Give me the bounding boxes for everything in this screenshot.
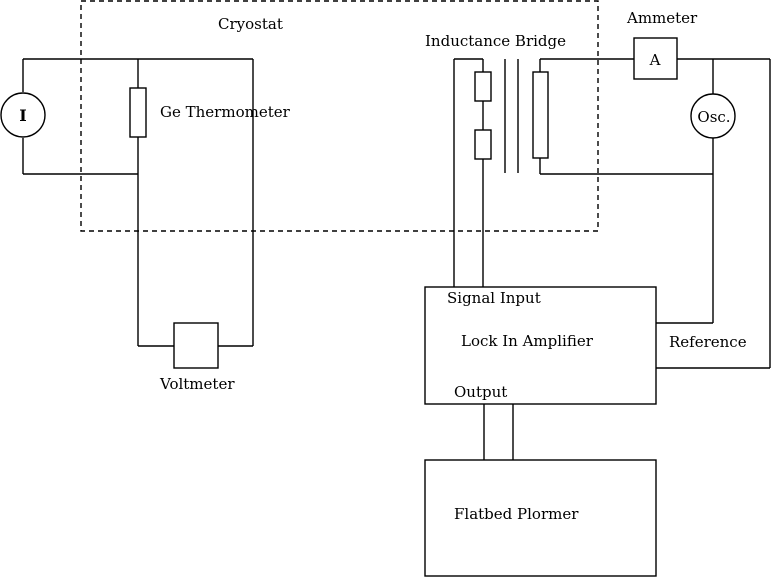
- current-source-label: I: [19, 106, 26, 125]
- plotter-box: [424, 459, 657, 577]
- ge-thermometer-resistor: [129, 87, 147, 138]
- ge-thermometer-label: Ge Thermometer: [160, 103, 291, 121]
- output-label: Output: [454, 383, 507, 401]
- ammeter-symbol-label: A: [649, 51, 661, 69]
- reference-label: Reference: [669, 333, 747, 351]
- current-source-symbol: [0, 92, 46, 138]
- inductance-bridge-label: Inductance Bridge: [425, 32, 566, 50]
- ammeter-label: Ammeter: [626, 9, 698, 27]
- bridge-resistor-upper: [474, 71, 492, 102]
- thermometer-circuit-wires: [22, 58, 254, 347]
- ammeter-symbol: [633, 37, 678, 80]
- lock-in-amplifier-box: [424, 286, 657, 405]
- cryostat-boundary: [80, 0, 599, 232]
- voltmeter-symbol: [173, 322, 219, 369]
- bridge-wires: [453, 58, 713, 288]
- bridge-resistor-lower: [474, 129, 492, 160]
- lock-in-amplifier-label: Lock In Amplifier: [461, 332, 594, 350]
- oscillator-symbol: [690, 93, 736, 139]
- oscillator-wires: [656, 58, 771, 369]
- plotter-label: Flatbed Plormer: [454, 505, 579, 523]
- bridge-transformer-core: [504, 59, 519, 173]
- output-wires: [483, 404, 514, 460]
- signal-input-label: Signal Input: [447, 289, 541, 307]
- oscillator-label: Osc.: [697, 108, 730, 126]
- voltmeter-label: Voltmeter: [159, 375, 235, 393]
- cryostat-label: Cryostat: [218, 15, 283, 33]
- bridge-inductor: [532, 71, 549, 159]
